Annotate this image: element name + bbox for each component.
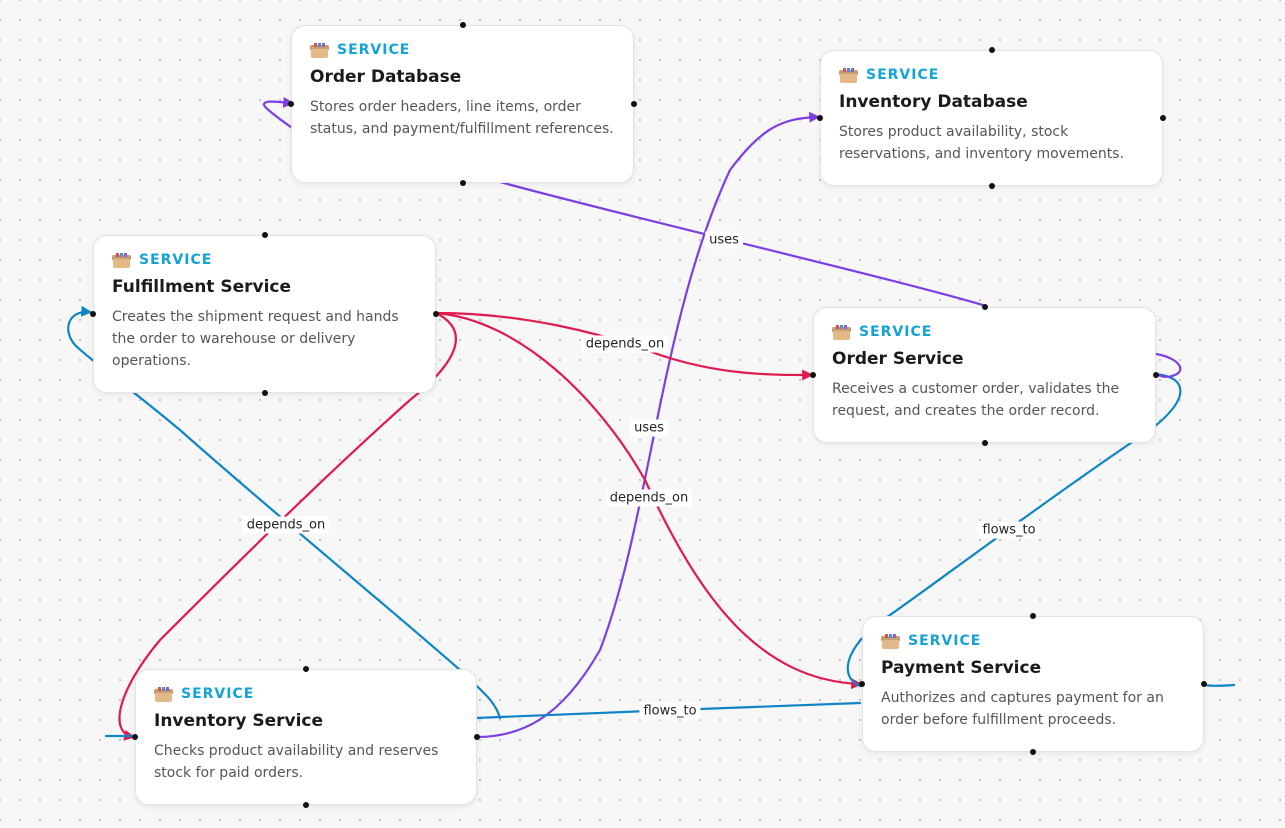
edge-depends-on-fulfillment-to-payment-service[interactable] bbox=[434, 311, 863, 690]
port-right[interactable] bbox=[474, 734, 480, 740]
node-title: Payment Service bbox=[881, 658, 1042, 678]
port-top[interactable] bbox=[261, 232, 268, 238]
port-top[interactable] bbox=[1030, 613, 1036, 619]
edge-label-depends-on: depends_on bbox=[242, 516, 330, 534]
node-description: Creates the shipment request and hands t… bbox=[112, 309, 399, 369]
port-bottom[interactable] bbox=[981, 440, 988, 446]
package-icon bbox=[832, 324, 851, 340]
port-right[interactable] bbox=[1201, 681, 1207, 687]
node-payment-service[interactable]: SERVICE Payment Service Authorizes and c… bbox=[862, 616, 1204, 752]
node-description: Receives a customer order, validates the… bbox=[832, 381, 1120, 419]
port-left[interactable] bbox=[132, 734, 138, 740]
package-icon bbox=[154, 686, 173, 702]
edge-label-flows-to: flows_to bbox=[978, 521, 1040, 539]
port-bottom[interactable] bbox=[261, 390, 268, 396]
node-description: Stores product availability, stock reser… bbox=[839, 124, 1124, 162]
node-inventory-database[interactable]: SERVICE Inventory Database Stores produc… bbox=[820, 50, 1163, 186]
node-title: Order Database bbox=[310, 67, 462, 87]
node-order-service[interactable]: SERVICE Order Service Receives a custome… bbox=[813, 307, 1156, 443]
edge-label-depends-on: depends_on bbox=[581, 335, 669, 353]
node-fulfillment-service[interactable]: SERVICE Fulfillment Service Creates the … bbox=[93, 235, 436, 393]
node-order-database[interactable]: SERVICE Order Database Stores order head… bbox=[291, 25, 634, 183]
node-description: Stores order headers, line items, order … bbox=[310, 99, 614, 137]
port-top[interactable] bbox=[988, 47, 995, 53]
port-bottom[interactable] bbox=[303, 802, 309, 808]
edge-label-depends-on: depends_on bbox=[605, 489, 693, 507]
package-icon bbox=[112, 252, 131, 268]
edge-uses-inventory-service-to-inventory-database[interactable] bbox=[474, 111, 821, 739]
package-icon bbox=[839, 67, 858, 83]
node-title: Inventory Database bbox=[839, 92, 1028, 112]
node-kind-label: SERVICE bbox=[866, 67, 940, 83]
port-top[interactable] bbox=[459, 22, 466, 28]
port-right[interactable] bbox=[631, 101, 637, 107]
edge-label-uses: uses bbox=[705, 231, 743, 249]
edge-label-uses: uses bbox=[630, 419, 668, 437]
port-right[interactable] bbox=[433, 311, 439, 317]
edge-flows-to-self-loop-order-service[interactable] bbox=[1154, 352, 1182, 378]
node-title: Inventory Service bbox=[154, 711, 324, 731]
node-kind-label: SERVICE bbox=[337, 42, 411, 58]
port-top[interactable] bbox=[981, 304, 988, 310]
port-left[interactable] bbox=[810, 372, 816, 378]
node-kind-label: SERVICE bbox=[908, 633, 982, 649]
node-kind-label: SERVICE bbox=[139, 252, 213, 268]
package-icon bbox=[310, 42, 329, 58]
port-right[interactable] bbox=[1153, 372, 1159, 378]
node-kind-label: SERVICE bbox=[859, 324, 933, 340]
node-description: Checks product availability and reserves… bbox=[154, 743, 439, 781]
node-title: Fulfillment Service bbox=[112, 277, 292, 297]
node-kind-label: SERVICE bbox=[181, 686, 255, 702]
port-right[interactable] bbox=[1160, 115, 1166, 121]
port-top[interactable] bbox=[303, 666, 309, 672]
port-bottom[interactable] bbox=[988, 183, 995, 189]
package-icon bbox=[881, 633, 900, 649]
port-bottom[interactable] bbox=[459, 180, 466, 186]
port-left[interactable] bbox=[90, 311, 96, 317]
node-inventory-service[interactable]: SERVICE Inventory Service Checks product… bbox=[135, 669, 477, 805]
port-left[interactable] bbox=[288, 101, 294, 107]
port-left[interactable] bbox=[859, 681, 865, 687]
port-left[interactable] bbox=[817, 115, 823, 121]
port-bottom[interactable] bbox=[1030, 749, 1036, 755]
node-description: Authorizes and captures payment for an o… bbox=[881, 690, 1164, 728]
node-title: Order Service bbox=[832, 349, 964, 369]
edge-depends-on-fulfillment-to-order-service[interactable] bbox=[434, 311, 814, 381]
edge-label-flows-to: flows_to bbox=[639, 702, 701, 720]
